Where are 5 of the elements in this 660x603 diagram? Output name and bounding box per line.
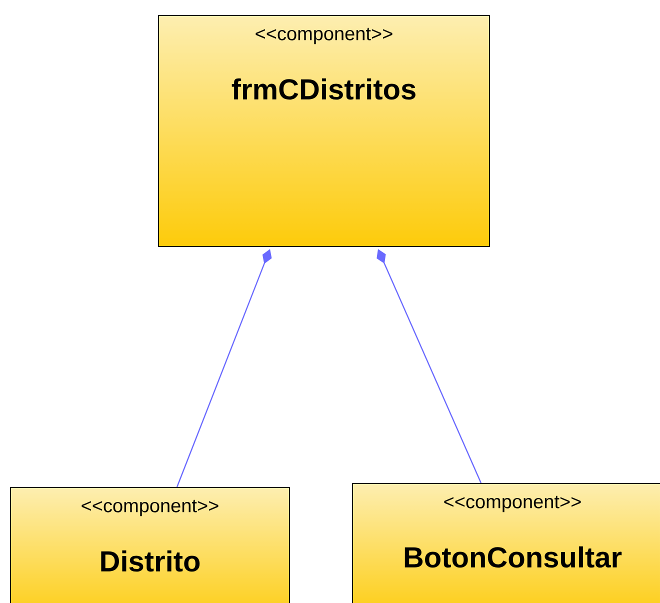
composition-arrow bbox=[176, 249, 272, 488]
component-box: <<component>> Distrito bbox=[10, 487, 290, 603]
composition-arrow bbox=[376, 249, 482, 484]
component-box: <<component>> BotonConsultar bbox=[352, 483, 660, 603]
component-box: <<component>> frmCDistritos bbox=[158, 15, 490, 247]
